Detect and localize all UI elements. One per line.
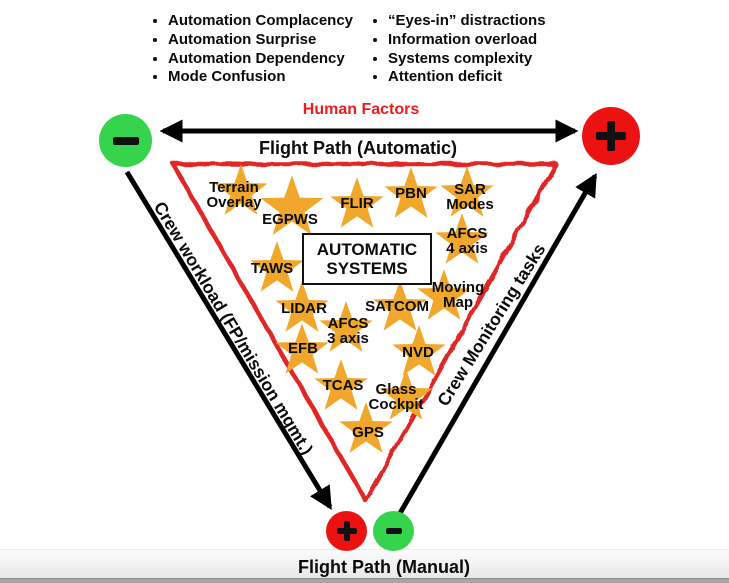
flight-path-manual-label: Flight Path (Manual) xyxy=(298,557,470,577)
system-label: SAR Modes xyxy=(446,180,494,213)
star-icon xyxy=(314,359,368,410)
terminal-minus-top-left xyxy=(99,114,152,167)
star-icon xyxy=(275,281,329,332)
bullet-item: Attention deficit xyxy=(388,68,546,87)
minus-icon xyxy=(112,128,139,154)
bullet-item: Mode Confusion xyxy=(168,68,353,87)
system-star-pbn: PBN xyxy=(383,166,439,222)
system-star-satcom: SATCOM xyxy=(365,279,429,335)
system-star-sar-modes: SAR Modes xyxy=(439,165,495,221)
terminal-plus-bottom-left xyxy=(326,511,367,551)
system-label: PBN xyxy=(395,185,427,203)
terminal-minus-bottom-right xyxy=(373,511,414,551)
bullet-item: Information overload xyxy=(388,31,546,50)
bullet-item: Systems complexity xyxy=(388,50,546,69)
star-icon xyxy=(250,241,304,292)
star-icon xyxy=(384,167,438,218)
system-star-taws: TAWS xyxy=(249,240,305,296)
star-icon xyxy=(373,280,427,331)
star-icon xyxy=(275,323,329,374)
system-label: GPS xyxy=(352,424,384,442)
system-star-efb: EFB xyxy=(274,322,330,378)
system-star-glass-cockpit: Glass Cockpit xyxy=(368,368,434,424)
plus-icon xyxy=(596,121,626,151)
automation-risks-list-left: Automation Complacency Automation Surpri… xyxy=(148,12,353,87)
system-star-afcs-3-axis: AFCS 3 axis xyxy=(318,300,374,356)
system-label: AFCS 3 axis xyxy=(327,314,369,347)
plus-icon xyxy=(336,521,357,541)
system-star-lidar: LIDAR xyxy=(274,280,330,336)
system-star-tcas: TCAS xyxy=(313,358,369,414)
star-icon xyxy=(339,402,393,453)
bullet-item: Automation Surprise xyxy=(168,31,353,50)
bullet-item: Automation Dependency xyxy=(168,50,353,69)
system-label: Glass Cockpit xyxy=(368,380,424,413)
system-label: EGPWS xyxy=(262,211,318,229)
left-axis-arrow xyxy=(124,170,333,510)
star-icon xyxy=(417,269,471,320)
system-star-moving-map: Moving Map xyxy=(416,268,484,324)
system-label: FLIR xyxy=(340,195,374,213)
system-label: Terrain Overlay xyxy=(206,178,262,211)
bullet-item: Automation Complacency xyxy=(168,12,353,31)
star-icon xyxy=(330,177,384,228)
system-star-terrain-overlay: Terrain Overlay xyxy=(206,163,269,219)
window-bottom-edge xyxy=(0,578,729,583)
automatic-systems-box: AUTOMATIC SYSTEMS xyxy=(302,233,432,285)
automation-risks-list-right: “Eyes-in” distractions Information overl… xyxy=(368,12,546,87)
system-label: TAWS xyxy=(250,260,294,278)
system-star-gps: GPS xyxy=(338,401,394,457)
minus-icon xyxy=(385,523,402,539)
star-icon xyxy=(392,325,446,376)
system-label: Moving Map xyxy=(431,278,485,311)
system-star-nvd: NVD xyxy=(391,324,447,380)
flight-path-automatic-label: Flight Path (Automatic) xyxy=(259,138,457,158)
automatic-systems-label: AUTOMATIC SYSTEMS xyxy=(316,239,418,278)
system-label: EFB xyxy=(288,340,318,358)
system-label: SATCOM xyxy=(365,298,429,316)
system-star-flir: FLIR xyxy=(329,176,385,232)
system-label: TCAS xyxy=(322,377,364,395)
star-icon xyxy=(379,369,433,420)
triangle-outline xyxy=(170,161,559,504)
system-label: NVD xyxy=(402,344,434,362)
system-star-egpws: EGPWS xyxy=(259,174,325,240)
star-icon xyxy=(440,166,494,217)
right-axis-arrow xyxy=(396,173,598,517)
system-label: AFCS 4 axis xyxy=(446,224,488,257)
star-icon xyxy=(214,164,268,215)
system-label: LIDAR xyxy=(281,300,327,318)
star-icon xyxy=(260,175,324,236)
human-factors-title: Human Factors xyxy=(302,101,420,118)
system-star-afcs-4-axis: AFCS 4 axis xyxy=(434,212,490,268)
terminal-plus-top-right xyxy=(582,107,640,165)
star-icon xyxy=(319,301,373,352)
bullet-item: “Eyes-in” distractions xyxy=(388,12,546,31)
window-bottom-strip xyxy=(0,549,729,579)
star-icon xyxy=(435,213,489,264)
